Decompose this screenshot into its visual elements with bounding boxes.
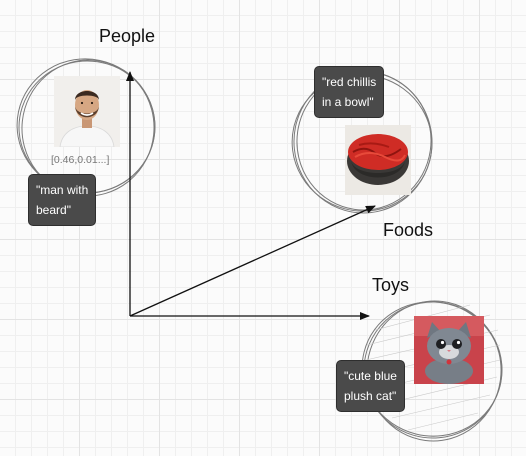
plush-cat-photo <box>414 316 484 384</box>
red-chillis-caption: "red chillis in a bowl" <box>314 66 385 118</box>
toys-label: Toys <box>372 275 410 295</box>
plush-cat-caption: "cute blue plush cat" <box>336 360 405 412</box>
toys-cluster-circle <box>361 300 503 442</box>
man-with-beard-caption: "man with beard" <box>28 174 97 226</box>
people-label: People <box>99 26 156 46</box>
foods-vector-arrow <box>129 205 376 317</box>
red-chillis-bowl-photo <box>345 125 411 195</box>
foods-label: Foods <box>383 220 434 240</box>
man-with-beard-photo <box>54 76 120 147</box>
embedding-vector-text: [0.46,0.01...] <box>51 154 110 166</box>
